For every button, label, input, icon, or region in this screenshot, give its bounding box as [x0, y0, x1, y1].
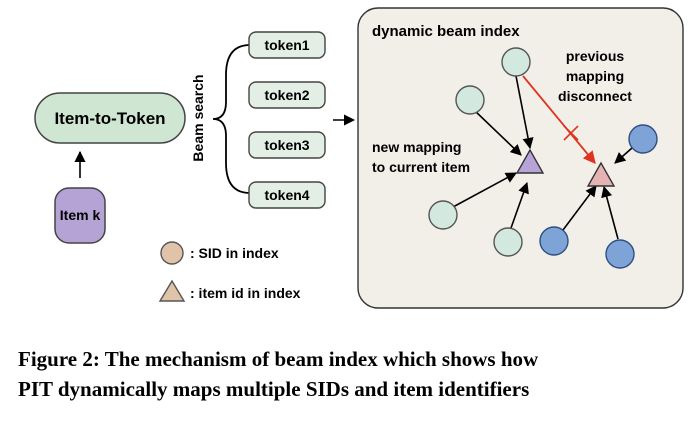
current-item-triangle [515, 148, 545, 174]
item-to-token-box [34, 92, 186, 144]
disconnect-line [522, 75, 596, 164]
legend-item-id-icon [158, 279, 186, 302]
item-to-token-node: Item-to-Token [34, 92, 186, 144]
legend-sid-icon [160, 241, 184, 265]
mapping-edge [510, 181, 529, 229]
token-label: token4 [264, 187, 309, 203]
legend-item-id-label: : item id in index [190, 285, 301, 301]
mapping-edge [614, 147, 633, 164]
figure-caption: Figure 2: The mechanism of beam index wh… [18, 344, 678, 404]
token-box [248, 81, 326, 109]
token-item: token4 [248, 181, 326, 209]
legend-sid-label: : SID in index [190, 245, 279, 261]
mapping-edge [473, 109, 522, 156]
new-mapping-annotation: new mapping to current item [372, 139, 470, 175]
sid-node [455, 85, 485, 115]
sid-node [628, 124, 658, 154]
new-mapping-edges [452, 75, 534, 229]
legend: : SID in index : item id in index [158, 241, 301, 302]
token-box [248, 31, 326, 59]
sid-node [605, 239, 635, 269]
token-item: token2 [248, 81, 326, 109]
previous-mapping-annotation: previous mapping disconnect [558, 48, 632, 104]
sid-node [428, 200, 458, 230]
green-sid-nodes [428, 47, 531, 257]
previous-mapping-text: mapping [566, 68, 624, 84]
beam-index-diagram: Item k Item-to-Token Beam search token1 … [34, 7, 684, 309]
token-box [248, 181, 326, 209]
mapping-edge [452, 172, 517, 208]
disconnected-edge [522, 75, 596, 164]
dynamic-beam-index-panel [357, 7, 684, 309]
new-mapping-text: to current item [372, 159, 470, 175]
item-k-label: Item k [60, 207, 101, 223]
caption-line: PIT dynamically maps multiple SIDs and i… [18, 377, 530, 401]
sid-node [493, 227, 523, 257]
token-label: token3 [264, 137, 309, 153]
mapping-edge [601, 185, 619, 240]
caption-line: Figure 2: The mechanism of beam index wh… [18, 347, 539, 371]
sid-node [501, 47, 531, 77]
token-list: token1 token2 token3 token4 [248, 31, 326, 209]
item-k-box [54, 187, 106, 244]
beam-brace [212, 44, 251, 194]
sid-node [539, 226, 569, 256]
token-item: token1 [248, 31, 326, 59]
previous-mapping-text: disconnect [558, 88, 632, 104]
item-to-token-label: Item-to-Token [54, 109, 165, 128]
token-label: token2 [264, 87, 309, 103]
token-item: token3 [248, 131, 326, 159]
token-label: token1 [264, 37, 309, 53]
existing-mapping-edges [562, 147, 633, 240]
item-k-node: Item k [54, 187, 106, 244]
mapping-edge [562, 185, 597, 231]
mapping-edge [515, 75, 534, 150]
previous-item-triangle [586, 161, 616, 187]
blue-sid-nodes [539, 124, 658, 269]
beam-search-label: Beam search [190, 74, 206, 161]
disconnect-cross [563, 125, 579, 141]
token-box [248, 131, 326, 159]
previous-mapping-text: previous [566, 48, 625, 64]
index-panel-title: dynamic beam index [372, 23, 520, 40]
new-mapping-text: new mapping [372, 139, 461, 155]
